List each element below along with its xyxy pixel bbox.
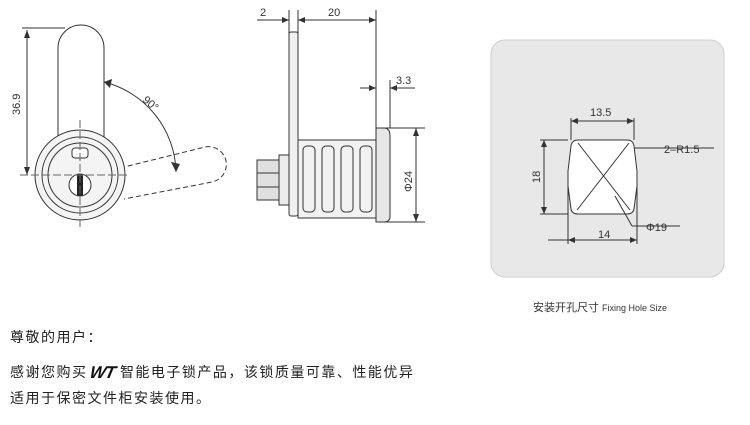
brand-logo: WT	[87, 363, 117, 382]
intro-line-2: 适用于保密文件柜安装使用。	[10, 391, 212, 407]
caption-zh: 安装开孔尺寸	[533, 301, 599, 314]
hole-corner-radius: 2–R1.5	[664, 144, 699, 156]
intro-line-1-start: 感谢您购买	[10, 365, 88, 381]
front-flange	[375, 127, 391, 223]
hole-bottom-width: 14	[598, 229, 610, 241]
cam-plate	[288, 31, 299, 217]
technical-drawing: 36.9 90°	[11, 7, 725, 278]
side-view	[256, 10, 425, 223]
nut	[256, 159, 280, 201]
hole-diameter: Φ19	[646, 222, 667, 234]
lip-dimension: 3.3	[396, 75, 411, 87]
rotation-arc	[103, 81, 177, 173]
caption-en: Fixing Hole Size	[602, 303, 668, 313]
cam-arm-rotated	[119, 146, 227, 200]
greeting: 尊敬的用户：	[10, 330, 103, 346]
body-length-dimension: 20	[328, 7, 340, 19]
hole-height: 18	[531, 171, 543, 183]
diameter-dimension: Φ24	[403, 171, 415, 192]
fixing-hole-panel	[490, 39, 725, 278]
flange-thickness-dimension: 2	[260, 7, 266, 19]
hole-top-width: 13.5	[590, 107, 611, 119]
height-dimension: 36.9	[11, 94, 23, 115]
cam-arm	[57, 24, 105, 140]
front-view	[20, 24, 227, 230]
angle-dimension: 90°	[140, 94, 160, 114]
threaded-body	[297, 139, 377, 219]
intro-line-1-end: 智能电子锁产品，该锁质量可靠、性能优异	[119, 365, 415, 381]
